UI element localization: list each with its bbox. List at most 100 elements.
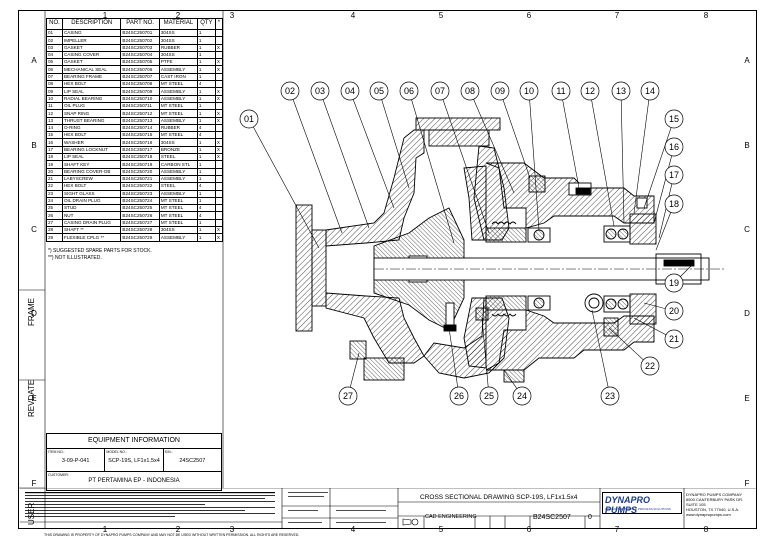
callout-20: 20 <box>643 301 684 321</box>
callout-number: 03 <box>315 86 325 96</box>
table-cell: MT STEEL <box>158 218 198 228</box>
table-cell: BEARING COVER-OB <box>61 167 122 176</box>
table-cell: PTFE <box>158 58 198 67</box>
table-cell: B24SC250715 <box>120 131 160 140</box>
table-cell: CARBON STL <box>158 160 198 169</box>
table-cell: 05 <box>46 58 63 67</box>
callout-01: 01 <box>239 109 320 249</box>
callout-number: 08 <box>465 86 475 96</box>
revision-number: 0 <box>588 514 592 521</box>
table-cell: 15 <box>46 131 63 140</box>
table-cell: 25 <box>46 204 63 213</box>
table-cell: B24SC250703 <box>120 43 160 52</box>
zone-row-F: F <box>744 479 750 488</box>
callout-number: 14 <box>645 86 655 96</box>
table-cell: 1 <box>196 138 216 147</box>
parts-header-cell: QTY <box>196 18 216 30</box>
table-cell: 1 <box>196 116 216 125</box>
table-cell: 1 <box>196 160 216 169</box>
table-cell: ASSEMBLY <box>158 116 198 125</box>
table-cell: B24SC250707 <box>120 72 160 82</box>
table-cell: 1 <box>196 65 216 74</box>
callout-number: 05 <box>374 86 384 96</box>
serial-no-value: 24SC2507 <box>179 458 206 464</box>
zone-col-6: 6 <box>526 11 532 20</box>
table-cell: CAST IRON <box>158 72 198 82</box>
zone-row-F: F <box>31 479 37 488</box>
title-block-lines <box>20 488 757 529</box>
table-cell: 1 <box>196 153 216 162</box>
table-cell: FLEXIBLE CPLG ** <box>61 233 122 242</box>
serial-no-label: S/N.: <box>164 450 173 454</box>
table-cell: BRONZE <box>158 145 198 155</box>
table-cell: 02 <box>46 36 63 45</box>
table-cell: B24SC250716 <box>120 138 160 147</box>
table-cell: B24SC250722 <box>120 182 160 191</box>
callout-number: 02 <box>285 86 295 96</box>
callout-number: 18 <box>669 199 679 209</box>
table-cell: RADIAL BEARING <box>61 94 122 103</box>
customer-row: CUSTOMER: PT PERTAMINA EP - INDONESIA <box>47 472 221 490</box>
customer-label: CUSTOMER: <box>48 473 69 477</box>
company-line: www.dynapropumps.com <box>686 512 731 517</box>
table-cell: B24SC250724 <box>120 196 160 206</box>
callout-number: 07 <box>435 86 445 96</box>
callout-number: 22 <box>645 361 655 371</box>
company-line: SUITE 105 <box>686 502 706 507</box>
table-cell: 19 <box>46 160 63 169</box>
table-cell: B24SC250708 <box>120 80 160 89</box>
table-cell: 1 <box>196 94 216 103</box>
table-cell: B24SC250717 <box>120 145 160 155</box>
callout-18: 18 <box>655 194 684 251</box>
table-cell: 28 <box>46 225 63 235</box>
drawing-frame <box>18 10 757 529</box>
table-cell: GASKET <box>61 43 122 52</box>
table-cell: B24SC250701 <box>120 28 160 38</box>
left-strip <box>18 10 46 529</box>
callout-23: 23 <box>591 309 620 406</box>
callout-21: 21 <box>633 317 684 349</box>
table-cell: CASING DRAIN PLUG <box>61 218 122 228</box>
table-cell: 304SS <box>158 138 198 147</box>
callout-number: 24 <box>517 391 527 401</box>
callout-19: 19 <box>664 262 695 293</box>
table-cell: MT STEEL <box>158 101 198 111</box>
table-cell: 26 <box>46 211 63 220</box>
table-cell: B24SC250712 <box>120 109 160 118</box>
table-cell: O-RING <box>61 123 122 133</box>
table-cell: BEARING LOCKNUT <box>61 145 122 155</box>
callout-04: 04 <box>340 81 395 209</box>
table-cell: 1 <box>196 233 216 242</box>
model-no-value: SCP-19S, LF1x1.5x4 <box>108 458 160 464</box>
table-cell: GASKET <box>61 58 122 67</box>
callout-number: 21 <box>669 334 679 344</box>
table-cell: 1 <box>196 87 216 96</box>
zone-col-8: 8 <box>703 11 709 20</box>
table-cell: 16 <box>46 138 63 147</box>
callout-02: 02 <box>280 81 343 234</box>
table-cell: B24SC250702 <box>120 36 160 45</box>
suction-flange <box>295 204 327 332</box>
callout-07: 07 <box>430 81 490 234</box>
sight-glass <box>584 293 604 313</box>
table-cell: 14 <box>46 123 63 133</box>
callout-number: 12 <box>585 86 595 96</box>
table-cell: 27 <box>46 218 63 228</box>
drawing-title: CROSS SECTIONAL DRAWING SCP-19S, LF1x1.5… <box>420 494 578 501</box>
table-cell: STEEL <box>158 153 198 162</box>
table-cell: LIP SEAL <box>61 153 122 162</box>
table-cell: ASSEMBLY <box>158 189 198 198</box>
zone-col-2: 2 <box>175 11 181 20</box>
table-cell: IMPELLER <box>61 36 122 45</box>
table-cell: 10 <box>46 94 63 103</box>
